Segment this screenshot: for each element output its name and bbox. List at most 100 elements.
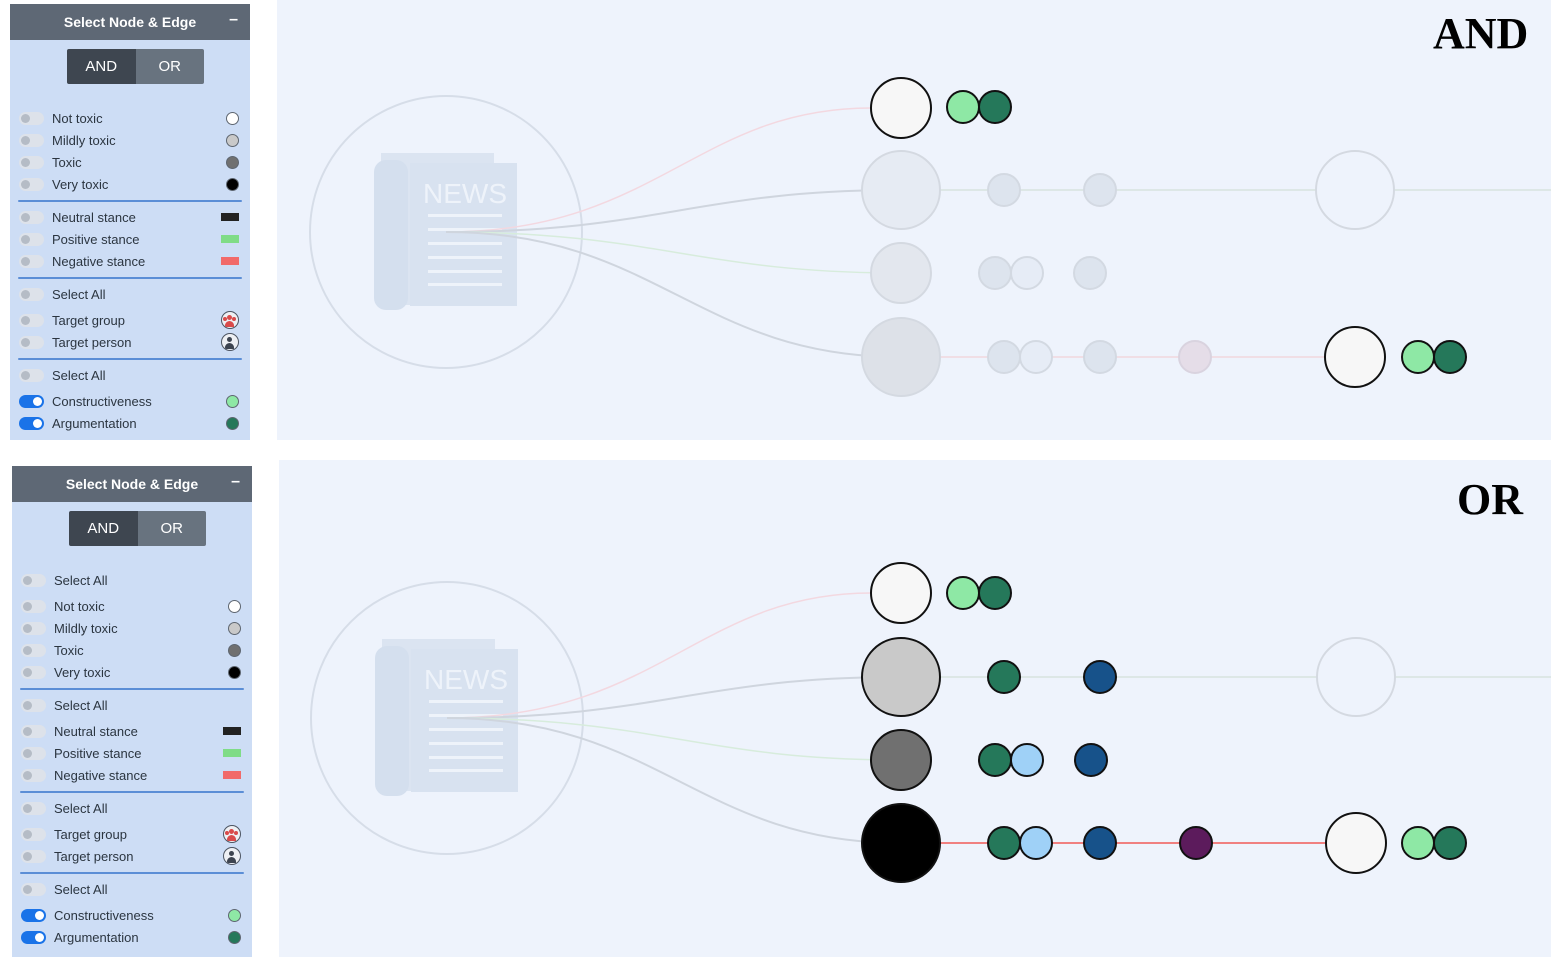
collapse-button[interactable]: – — [229, 11, 238, 28]
collapse-button[interactable]: – — [231, 473, 240, 490]
filter-constructiveness[interactable]: Constructiveness — [21, 905, 243, 925]
filter-positive-stance[interactable]: Positive stance — [21, 743, 243, 763]
or-button[interactable]: OR — [135, 49, 204, 84]
filter-mildly-toxic[interactable]: Mildly toxic — [21, 618, 243, 638]
filter-toxic[interactable]: Toxic — [21, 640, 243, 660]
comment-node[interactable] — [870, 77, 932, 139]
toggle-switch[interactable] — [19, 155, 44, 169]
sidebar-header[interactable]: Select Node & Edge – — [10, 4, 250, 40]
filter-select-all-quality[interactable]: Select All — [21, 879, 243, 899]
attribute-node[interactable] — [987, 173, 1021, 207]
toggle-switch[interactable] — [21, 724, 46, 738]
target-group-node[interactable] — [1083, 826, 1117, 860]
comment-node[interactable] — [1324, 326, 1386, 388]
filter-neutral-stance[interactable]: Neutral stance — [21, 721, 243, 741]
dark-violet-node[interactable] — [1179, 826, 1213, 860]
toggle-switch[interactable] — [19, 394, 44, 408]
argumentation-node[interactable] — [1433, 826, 1467, 860]
comment-node[interactable] — [861, 637, 941, 717]
target-group-node[interactable] — [1083, 660, 1117, 694]
filter-not-toxic[interactable]: Not toxic — [21, 596, 243, 616]
toggle-switch[interactable] — [19, 133, 44, 147]
target-person-node[interactable] — [1019, 826, 1053, 860]
comment-node[interactable] — [861, 150, 941, 230]
comment-node[interactable] — [1316, 637, 1396, 717]
filter-select-all-target[interactable]: Select All — [19, 284, 241, 304]
toggle-switch[interactable] — [21, 882, 46, 896]
toggle-switch[interactable] — [21, 621, 46, 635]
filter-very-toxic[interactable]: Very toxic — [19, 174, 241, 194]
graph-canvas-and[interactable]: NEWS — [277, 0, 1551, 440]
and-button[interactable]: AND — [69, 511, 138, 546]
filter-target-person[interactable]: Target person — [21, 846, 243, 866]
filter-very-toxic[interactable]: Very toxic — [21, 662, 243, 682]
filter-target-group[interactable]: Target group — [21, 824, 243, 844]
toggle-switch[interactable] — [19, 232, 44, 246]
toggle-switch[interactable] — [19, 177, 44, 191]
filter-argumentation[interactable]: Argumentation — [19, 413, 241, 433]
toggle-switch[interactable] — [21, 768, 46, 782]
filter-not-toxic[interactable]: Not toxic — [19, 108, 241, 128]
attribute-node[interactable] — [978, 256, 1012, 290]
or-button[interactable]: OR — [137, 511, 206, 546]
comment-node[interactable] — [870, 729, 932, 791]
constructiveness-node[interactable] — [946, 90, 980, 124]
filter-negative-stance[interactable]: Negative stance — [21, 765, 243, 785]
toggle-switch[interactable] — [21, 746, 46, 760]
toggle-switch[interactable] — [19, 416, 44, 430]
filter-positive-stance[interactable]: Positive stance — [19, 229, 241, 249]
toggle-switch[interactable] — [19, 335, 44, 349]
comment-node[interactable] — [1325, 812, 1387, 874]
toggle-switch[interactable] — [21, 908, 46, 922]
and-button[interactable]: AND — [67, 49, 136, 84]
news-node[interactable] — [309, 95, 583, 369]
comment-node[interactable] — [870, 242, 932, 304]
constructiveness-node[interactable] — [946, 576, 980, 610]
target-group-node[interactable] — [1074, 743, 1108, 777]
filter-argumentation[interactable]: Argumentation — [21, 927, 243, 947]
comment-node[interactable] — [870, 562, 932, 624]
news-node[interactable] — [310, 581, 584, 855]
filter-target-group[interactable]: Target group — [19, 310, 241, 330]
toggle-switch[interactable] — [19, 111, 44, 125]
attribute-node[interactable] — [1073, 256, 1107, 290]
toggle-switch[interactable] — [19, 287, 44, 301]
attribute-node[interactable] — [1083, 173, 1117, 207]
filter-mildly-toxic[interactable]: Mildly toxic — [19, 130, 241, 150]
toggle-switch[interactable] — [21, 827, 46, 841]
comment-node[interactable] — [861, 317, 941, 397]
toggle-switch[interactable] — [21, 930, 46, 944]
filter-select-all-quality[interactable]: Select All — [19, 365, 241, 385]
toggle-switch[interactable] — [21, 599, 46, 613]
toggle-switch[interactable] — [21, 849, 46, 863]
sidebar-header[interactable]: Select Node & Edge – — [12, 466, 252, 502]
toggle-switch[interactable] — [19, 254, 44, 268]
argumentation-node[interactable] — [978, 743, 1012, 777]
toggle-switch[interactable] — [19, 210, 44, 224]
filter-neutral-stance[interactable]: Neutral stance — [19, 207, 241, 227]
target-person-node[interactable] — [1010, 743, 1044, 777]
toggle-switch[interactable] — [21, 665, 46, 679]
toggle-switch[interactable] — [21, 801, 46, 815]
attribute-node[interactable] — [1019, 340, 1053, 374]
constructiveness-node[interactable] — [1401, 340, 1435, 374]
toggle-switch[interactable] — [19, 368, 44, 382]
toggle-switch[interactable] — [21, 698, 46, 712]
constructiveness-node[interactable] — [1401, 826, 1435, 860]
filter-select-all-target[interactable]: Select All — [21, 798, 243, 818]
attribute-node[interactable] — [1010, 256, 1044, 290]
filter-constructiveness[interactable]: Constructiveness — [19, 391, 241, 411]
argumentation-node[interactable] — [978, 576, 1012, 610]
argumentation-node[interactable] — [978, 90, 1012, 124]
toggle-switch[interactable] — [21, 573, 46, 587]
attribute-node[interactable] — [1083, 340, 1117, 374]
argumentation-node[interactable] — [987, 660, 1021, 694]
toggle-switch[interactable] — [19, 313, 44, 327]
argumentation-node[interactable] — [987, 826, 1021, 860]
filter-select-all-stance[interactable]: Select All — [21, 695, 243, 715]
toggle-switch[interactable] — [21, 643, 46, 657]
comment-node[interactable] — [861, 803, 941, 883]
graph-canvas-or[interactable]: NEWS — [279, 460, 1551, 957]
filter-select-all-toxicity[interactable]: Select All — [21, 570, 243, 590]
argumentation-node[interactable] — [1433, 340, 1467, 374]
